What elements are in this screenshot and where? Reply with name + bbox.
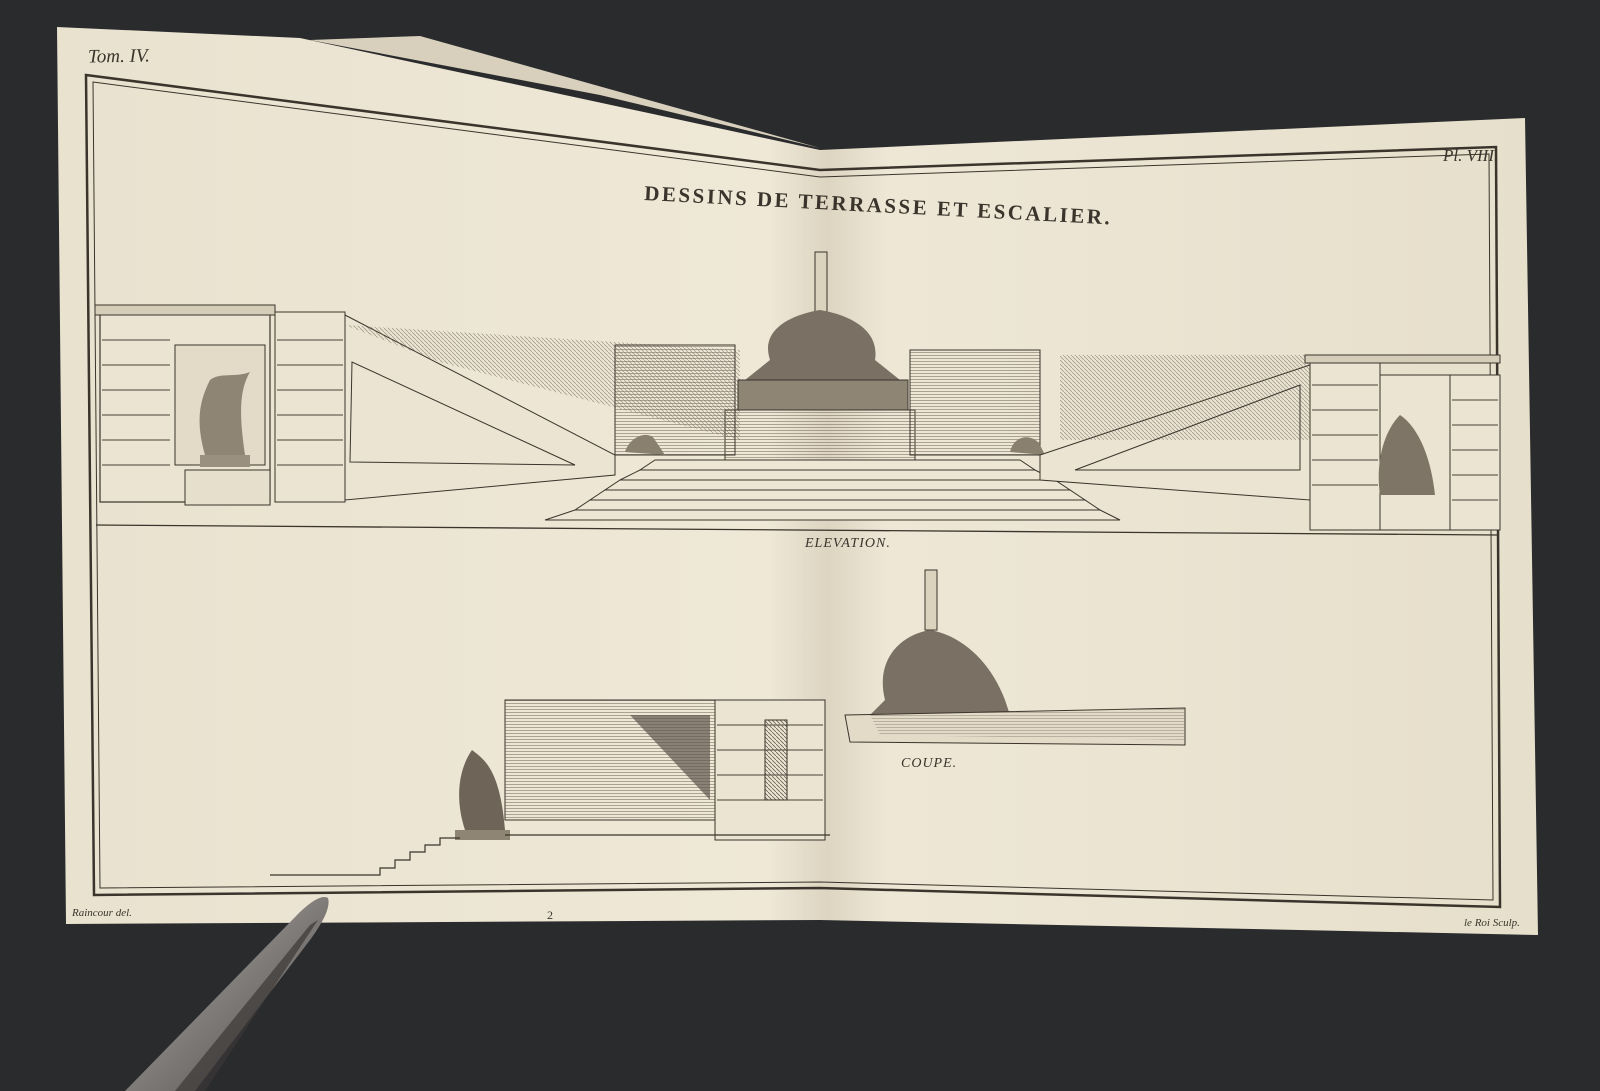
page-mark: 2	[547, 908, 553, 922]
plate-number: Pl. VIII.	[1443, 146, 1499, 165]
engraver-credit: le Roi Sculp.	[1464, 917, 1520, 929]
section-caption: COUPE.	[901, 756, 958, 771]
sphinx-left	[625, 434, 665, 455]
sphinx-right	[1010, 437, 1045, 455]
draftsman-credit: Raincour del.	[72, 907, 132, 919]
volume-label: Tom. IV.	[87, 45, 150, 68]
statue-left	[199, 372, 250, 455]
statue-right	[1378, 415, 1435, 495]
section-fountain	[870, 630, 1010, 715]
section-drawing	[270, 569, 1186, 876]
plate-frame	[84, 73, 1502, 909]
central-fountain	[745, 310, 900, 380]
section-statue	[459, 750, 505, 830]
knife-blade	[125, 896, 329, 1091]
elevation-drawing	[94, 251, 1501, 536]
elevation-caption: ELEVATION.	[805, 536, 891, 551]
